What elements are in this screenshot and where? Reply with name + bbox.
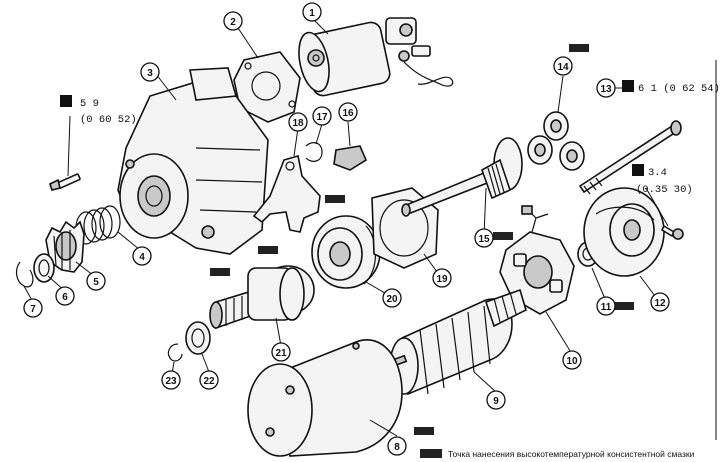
housing-bolt — [49, 173, 81, 191]
snap-ring — [15, 261, 34, 288]
callout-17: 17 — [312, 106, 332, 126]
callout-9: 9 — [486, 390, 506, 410]
callout-11-label: 11 — [601, 302, 612, 313]
callout-21-label: 21 — [275, 348, 287, 359]
callout-23: 23 — [161, 370, 181, 390]
callout-18-label: 18 — [292, 118, 304, 129]
through-bolt — [578, 120, 682, 195]
callout-1-label: 1 — [309, 8, 315, 19]
grease-marks — [210, 44, 634, 435]
overrunning-clutch — [209, 265, 315, 330]
callout-7-label: 7 — [30, 304, 36, 315]
callout-5: 5 — [86, 271, 106, 291]
torque-right-line1: 3.4 — [648, 167, 667, 179]
callout-14-label: 14 — [557, 62, 569, 73]
callout-16: 16 — [338, 102, 358, 122]
legend-text: Точка нанесения высокотемпературной конс… — [448, 449, 695, 459]
torque-left-line2: (0 60 52) — [80, 114, 137, 126]
callout-22-label: 22 — [203, 376, 215, 387]
callout-17-label: 17 — [316, 112, 328, 123]
callout-20-label: 20 — [386, 294, 398, 305]
callout-2-label: 2 — [230, 17, 236, 28]
callout-15-label: 15 — [478, 234, 490, 245]
callout-3-label: 3 — [147, 68, 153, 79]
planetary-gears — [527, 111, 585, 171]
callout-11: 11 — [596, 296, 616, 316]
torque-marker-left: 5 9 (0 60 52) — [60, 95, 137, 126]
callout-6-label: 6 — [62, 292, 68, 303]
internal-gear — [311, 215, 381, 289]
grease-legend: Точка нанесения высокотемпературной конс… — [420, 449, 695, 459]
collar-bore — [38, 259, 50, 277]
callout-20: 20 — [382, 288, 402, 308]
pinion-shaft — [401, 137, 523, 217]
rear-cover — [583, 187, 665, 277]
gear-case-housing — [117, 67, 269, 255]
yoke-housing — [247, 339, 403, 457]
callout-8: 8 — [387, 436, 407, 456]
torque-left-line1: 5 9 — [80, 98, 99, 110]
callout-10-label: 10 — [566, 356, 578, 367]
callout-7: 7 — [23, 298, 43, 318]
shift-lever — [252, 154, 321, 233]
callout-2: 2 — [223, 11, 243, 31]
callout-10: 10 — [562, 350, 582, 370]
callout-14: 14 — [553, 56, 573, 76]
callout-19: 19 — [432, 268, 452, 288]
torque-right-line2: (0.35 30) — [636, 184, 693, 196]
callout-21: 21 — [271, 342, 291, 362]
callout-18: 18 — [288, 112, 308, 132]
callout-12: 12 — [650, 292, 670, 312]
shaft-bearing — [185, 321, 211, 355]
callout-12-label: 12 — [654, 298, 666, 309]
solenoid-switch — [298, 17, 454, 97]
callout-19-label: 19 — [436, 274, 448, 285]
callout-5-label: 5 — [93, 277, 99, 288]
callout-23-label: 23 — [165, 376, 177, 387]
c-washer — [167, 343, 183, 362]
callout-8-label: 8 — [394, 442, 400, 453]
cover-screw — [660, 224, 684, 240]
callout-22: 22 — [199, 370, 219, 390]
callout-13: 13 — [596, 78, 616, 98]
lever-spring-clip — [305, 142, 323, 162]
callout-6: 6 — [55, 286, 75, 306]
callout-15: 15 — [474, 228, 494, 248]
callout-16-label: 16 — [342, 108, 354, 119]
torque-marker-right: 3.4 (0.35 30) — [632, 164, 693, 196]
solenoid-gasket — [233, 51, 301, 123]
callout-3: 3 — [140, 62, 160, 82]
callout-4: 4 — [132, 246, 152, 266]
callouts: 1 2 3 4 5 6 7 8 9 10 11 12 13 14 15 16 1… — [23, 2, 670, 456]
torque-top-right-value: 6 1 (0 62 54) — [638, 83, 720, 95]
callout-13-label: 13 — [600, 84, 612, 95]
pinion-stop-collar — [33, 253, 55, 283]
lever-holder — [333, 145, 368, 171]
pinion-gear — [45, 220, 85, 273]
callout-4-label: 4 — [139, 252, 145, 263]
callout-9-label: 9 — [493, 396, 499, 407]
callout-1: 1 — [302, 2, 322, 22]
torque-marker-top-right: 6 1 (0 62 54) — [622, 80, 720, 95]
